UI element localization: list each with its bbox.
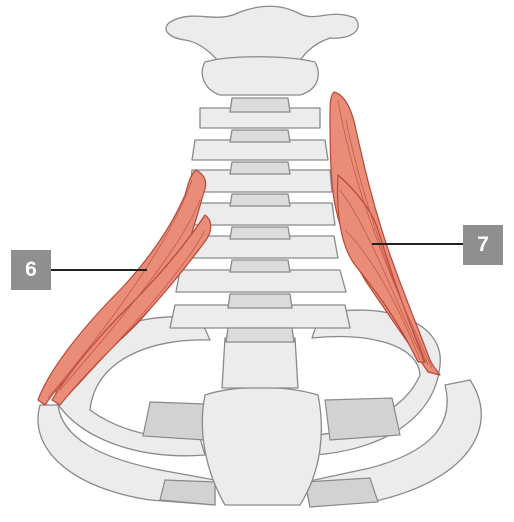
vertebra-c7: [176, 260, 346, 292]
left-costal-cartilage: [143, 402, 205, 440]
label-6-box: 6: [11, 250, 51, 290]
vertebra-t2: [222, 328, 298, 388]
label-7-box: 7: [463, 225, 503, 265]
atlas: [202, 57, 318, 95]
left-lower-cartilage: [160, 480, 215, 505]
right-costal-cartilage: [325, 398, 400, 440]
vertebra-c3: [192, 130, 328, 160]
skull-base: [166, 6, 358, 95]
vertebra-c4: [190, 162, 332, 192]
manubrium: [202, 388, 321, 506]
right-lower-cartilage: [305, 478, 378, 507]
vertebra-t1: [170, 294, 350, 328]
vertebra-c2: [200, 98, 320, 128]
